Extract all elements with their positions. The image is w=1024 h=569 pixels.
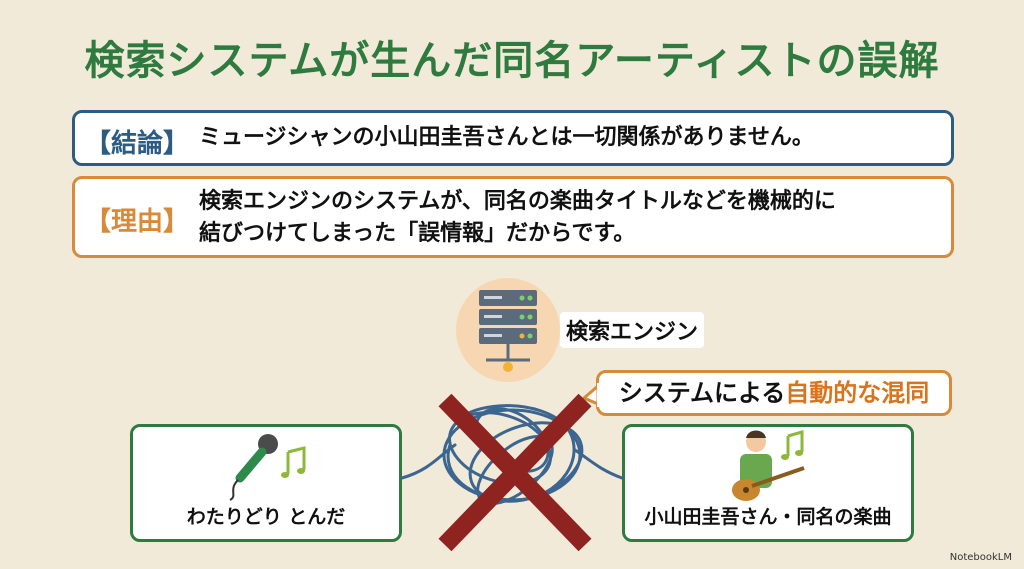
left-panel-label: わたりどり とんだ xyxy=(186,506,346,528)
reason-text: 検索エンジンのシステムが、同名の楽曲タイトルなどを機械的に 結びつけてしまった「… xyxy=(199,186,836,250)
conclusion-box: 【結論】 ミュージシャンの小山田圭吾さんとは一切関係がありません。 xyxy=(72,110,954,166)
conclusion-text: ミュージシャンの小山田圭吾さんとは一切関係がありません。 xyxy=(199,125,814,150)
callout-box: システムによる自動的な混同 xyxy=(596,370,952,416)
right-panel-label: 小山田圭吾さん・同名の楽曲 xyxy=(644,506,892,528)
reason-line-2: 結びつけてしまった「誤情報」だからです。 xyxy=(199,221,636,246)
reason-tag: 【理由】 xyxy=(85,207,190,237)
reason-line-1: 検索エンジンのシステムが、同名の楽曲タイトルなどを機械的に xyxy=(199,189,836,214)
callout-highlight: 自動的な混同 xyxy=(785,379,930,407)
reason-box: 【理由】 検索エンジンのシステムが、同名の楽曲タイトルなどを機械的に 結びつけて… xyxy=(72,176,954,258)
notebooklm-brand: NotebookLM xyxy=(949,552,1012,563)
artist-panel-right: 小山田圭吾さん・同名の楽曲 xyxy=(622,424,914,542)
engine-label: 検索エンジン xyxy=(560,312,705,348)
page-title: 検索システムが生んだ同名アーティストの誤解 xyxy=(84,38,940,84)
conclusion-tag: 【結論】 xyxy=(85,129,190,159)
callout-prefix: システムによる xyxy=(618,379,786,407)
